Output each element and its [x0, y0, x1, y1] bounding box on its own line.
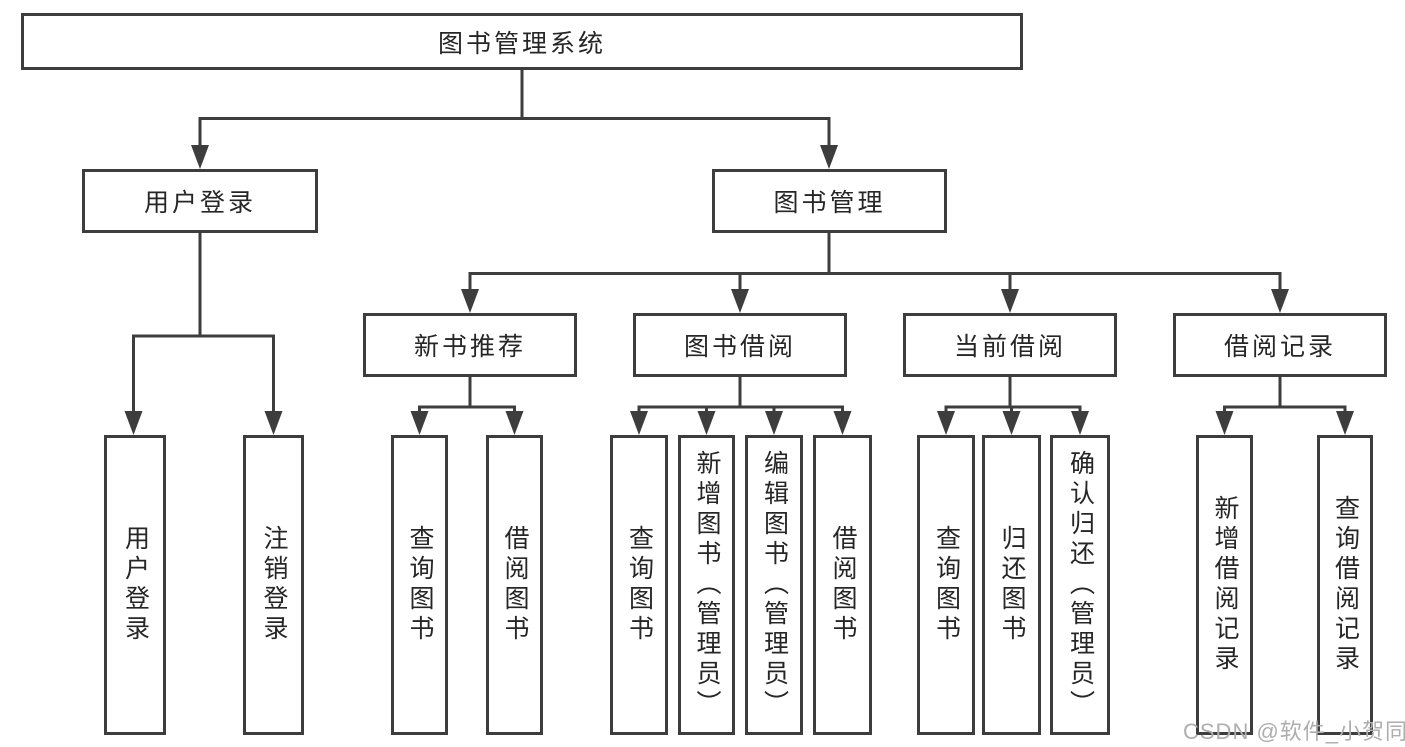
leaf-current-query-books: 查询图书: [917, 435, 975, 735]
leaf-current-return-books: 归还图书: [982, 435, 1041, 735]
leaf-borrow-add-books-admin: 新增图书（管理员）: [678, 435, 735, 735]
watermark: CSDN @软件_小贺同学: [1183, 719, 1405, 744]
leaf-current-confirm-return-admin: 确认归还（管理员）: [1050, 435, 1110, 735]
leaf-borrow-edit-books-admin: 编辑图书（管理员）: [745, 435, 803, 735]
node-user-login: 用户登录: [82, 169, 318, 233]
leaf-borrow-query-books: 查询图书: [610, 435, 668, 735]
node-new-book-recommend: 新书推荐: [363, 313, 577, 377]
node-book-borrow: 图书借阅: [633, 313, 847, 377]
leaf-records-query-record: 查询借阅记录: [1317, 435, 1373, 735]
leaf-recommend-borrow-books: 借阅图书: [486, 435, 543, 735]
leaf-logout: 注销登录: [243, 435, 304, 735]
node-current-borrow: 当前借阅: [903, 313, 1117, 377]
node-borrow-records: 借阅记录: [1173, 313, 1387, 377]
node-book-management: 图书管理: [712, 169, 947, 233]
leaf-recommend-query-books: 查询图书: [391, 435, 448, 735]
leaf-records-add-record: 新增借阅记录: [1196, 435, 1253, 735]
leaf-borrow-borrow-books: 借阅图书: [813, 435, 872, 735]
leaf-user-login: 用户登录: [104, 435, 166, 735]
node-root: 图书管理系统: [21, 13, 1023, 70]
